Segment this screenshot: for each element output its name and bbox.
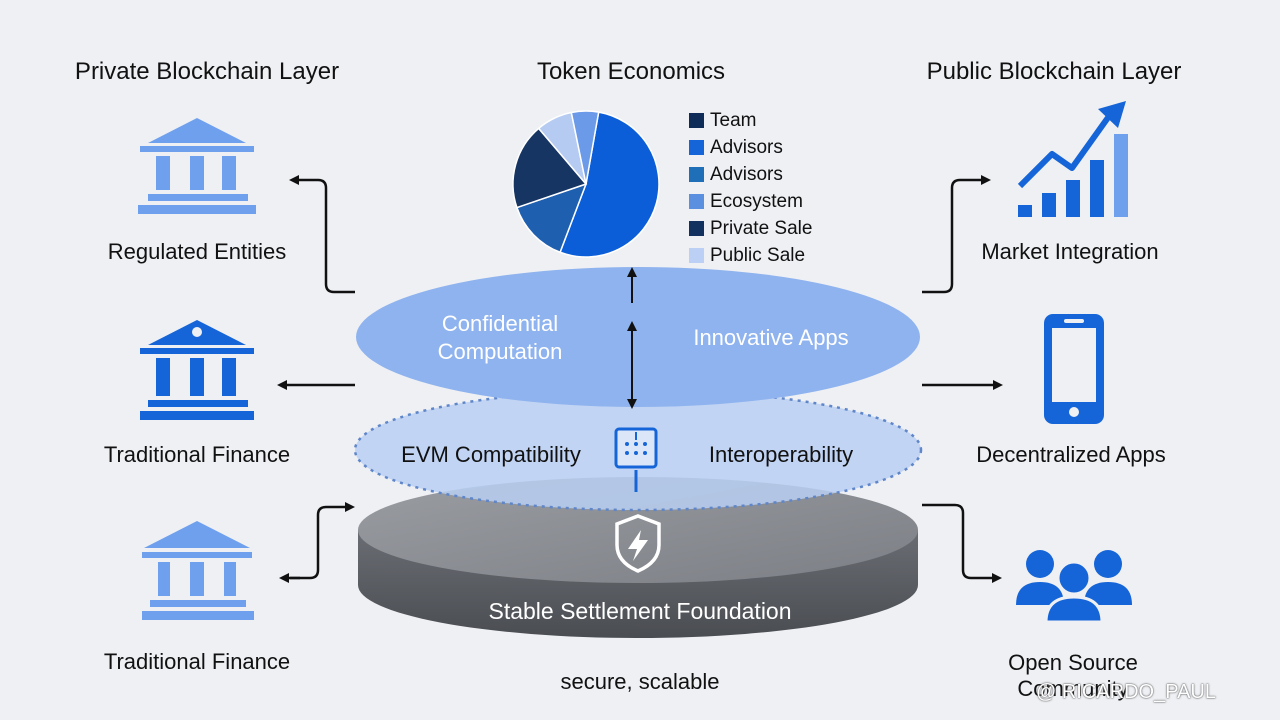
growth-chart-icon (1017, 101, 1128, 217)
token-economics-heading: Token Economics (536, 58, 726, 85)
legend-swatch (689, 194, 704, 209)
application-layer-disc (356, 267, 920, 407)
community-icon (1016, 550, 1132, 624)
smartphone-icon (1044, 314, 1104, 424)
legend-label: Advisors (710, 163, 783, 185)
legend-swatch (689, 140, 704, 155)
pie-slice (559, 111, 660, 258)
legend-swatch (689, 248, 704, 263)
token-economics-pie (512, 110, 660, 258)
legend-item: Ecosystem (689, 188, 812, 215)
open-source-community-label: Open Source Community (1008, 650, 1138, 701)
settlement-foundation-label: Stable Settlement Foundation (488, 598, 792, 624)
innovative-apps-label: Innovative Apps (693, 325, 849, 350)
confidential-computation-label: Confidential Computation (437, 311, 563, 364)
legend-label: Team (710, 109, 757, 131)
pie-slice (515, 182, 588, 254)
arrow-to-regulated-entities (289, 175, 355, 294)
legend-item: Advisors (689, 161, 812, 188)
bank-icon (138, 118, 256, 214)
traditional-finance-label: Traditional Finance (103, 442, 291, 467)
arrow-to-market-integration (922, 175, 991, 294)
legend-swatch (689, 113, 704, 128)
bank-icon (142, 521, 254, 620)
legend-label: Private Sale (710, 217, 813, 239)
legend-label: Advisors (710, 136, 783, 158)
arrow-bidirectional-traditional-finance (290, 502, 355, 580)
traditional-finance-label: Traditional Finance (103, 649, 291, 674)
legend-label: Public Sale (710, 244, 806, 266)
chip-icon (614, 427, 658, 469)
market-integration-label: Market Integration (981, 239, 1159, 264)
legend-swatch (689, 221, 704, 236)
private-layer-heading: Private Blockchain Layer (74, 58, 340, 85)
legend-item: Public Sale (689, 242, 812, 269)
legend-item: Private Sale (689, 215, 812, 242)
arrow-to-open-source-community (922, 503, 1002, 583)
legend-label: Ecosystem (710, 190, 803, 212)
pie-slice (512, 127, 588, 209)
base-caption: secure, scalable (560, 669, 720, 694)
watermark: @ RICARDO_PAUL (1036, 681, 1216, 703)
public-layer-heading: Public Blockchain Layer (926, 58, 1182, 85)
evm-compatibility-label: EVM Compatibility (401, 442, 581, 467)
decentralized-apps-label: Decentralized Apps (976, 442, 1166, 467)
interoperability-label: Interoperability (708, 442, 854, 467)
regulated-entities-label: Regulated Entities (107, 239, 287, 264)
legend-swatch (689, 167, 704, 182)
settlement-foundation-cylinder (358, 477, 918, 638)
pie-slice (570, 110, 600, 185)
shield-lightning-icon (615, 514, 661, 573)
legend-item: Advisors (689, 134, 812, 161)
legend-item: Team (689, 107, 812, 134)
bank-icon (140, 320, 254, 420)
